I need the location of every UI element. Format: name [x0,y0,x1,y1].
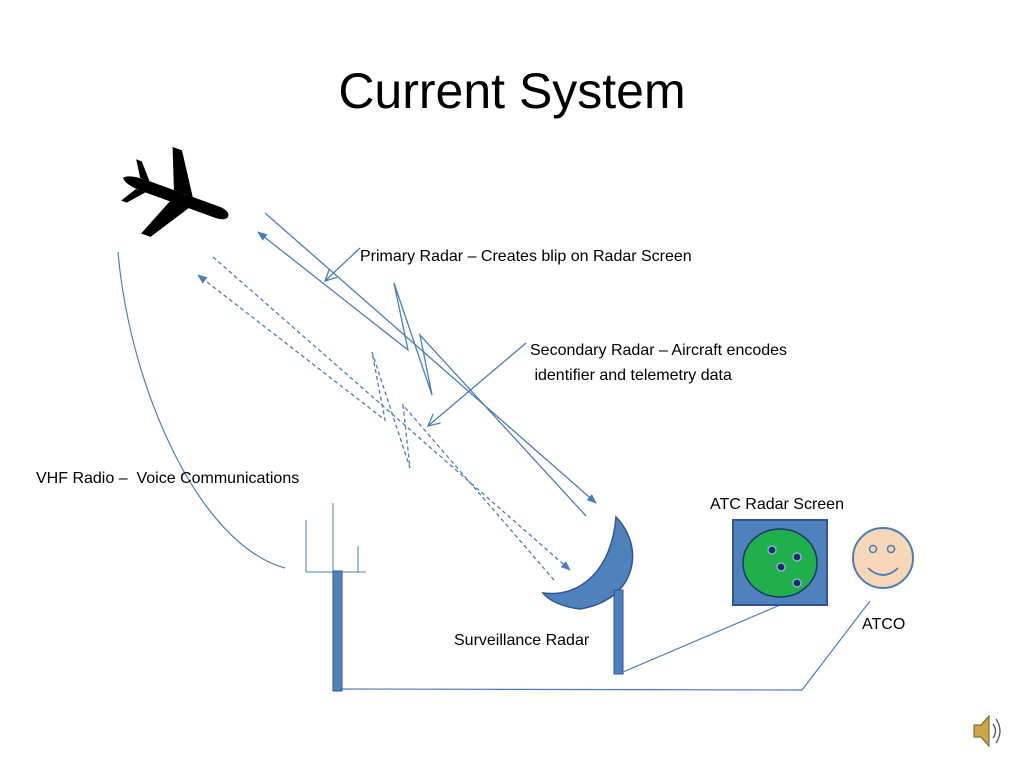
vhf-radio-arc [117,251,286,569]
secondary-radar-pointer [428,342,527,426]
secondary-radar-return-line [197,274,555,581]
vhf-radio-label: VHF Radio – Voice Communications [36,470,300,487]
atc-radar-screen [732,519,828,606]
radar-blip [792,552,802,562]
primary-radar-label: Primary Radar – Creates blip on Radar Sc… [360,248,692,265]
surveillance-radar-dish [541,515,634,675]
surveillance-radar-label: Surveillance Radar [454,632,590,649]
airplane-icon [121,146,229,237]
primary-radar-return-line [257,231,587,517]
radar-to-screen-link [622,604,781,673]
radar-blip [792,578,802,588]
atc-radar-screen-label: ATC Radar Screen [710,496,844,513]
primary-radar-down-line [264,212,597,504]
vhf-antenna [305,503,366,692]
primary-radar-pointer [325,247,361,281]
secondary-radar-down-line [212,256,571,571]
radar-blip [767,545,777,555]
atco-face-icon [852,527,914,589]
atco-label: ATCO [862,616,906,633]
speaker-icon[interactable] [973,714,1001,748]
secondary-radar-label-line1: Secondary Radar – Aircraft encodes [530,342,788,359]
secondary-radar-label-line2: identifier and telemetry data [530,367,732,384]
ground-link-line [341,600,871,691]
radar-blip [776,562,786,572]
slide-title: Current System [338,63,686,119]
